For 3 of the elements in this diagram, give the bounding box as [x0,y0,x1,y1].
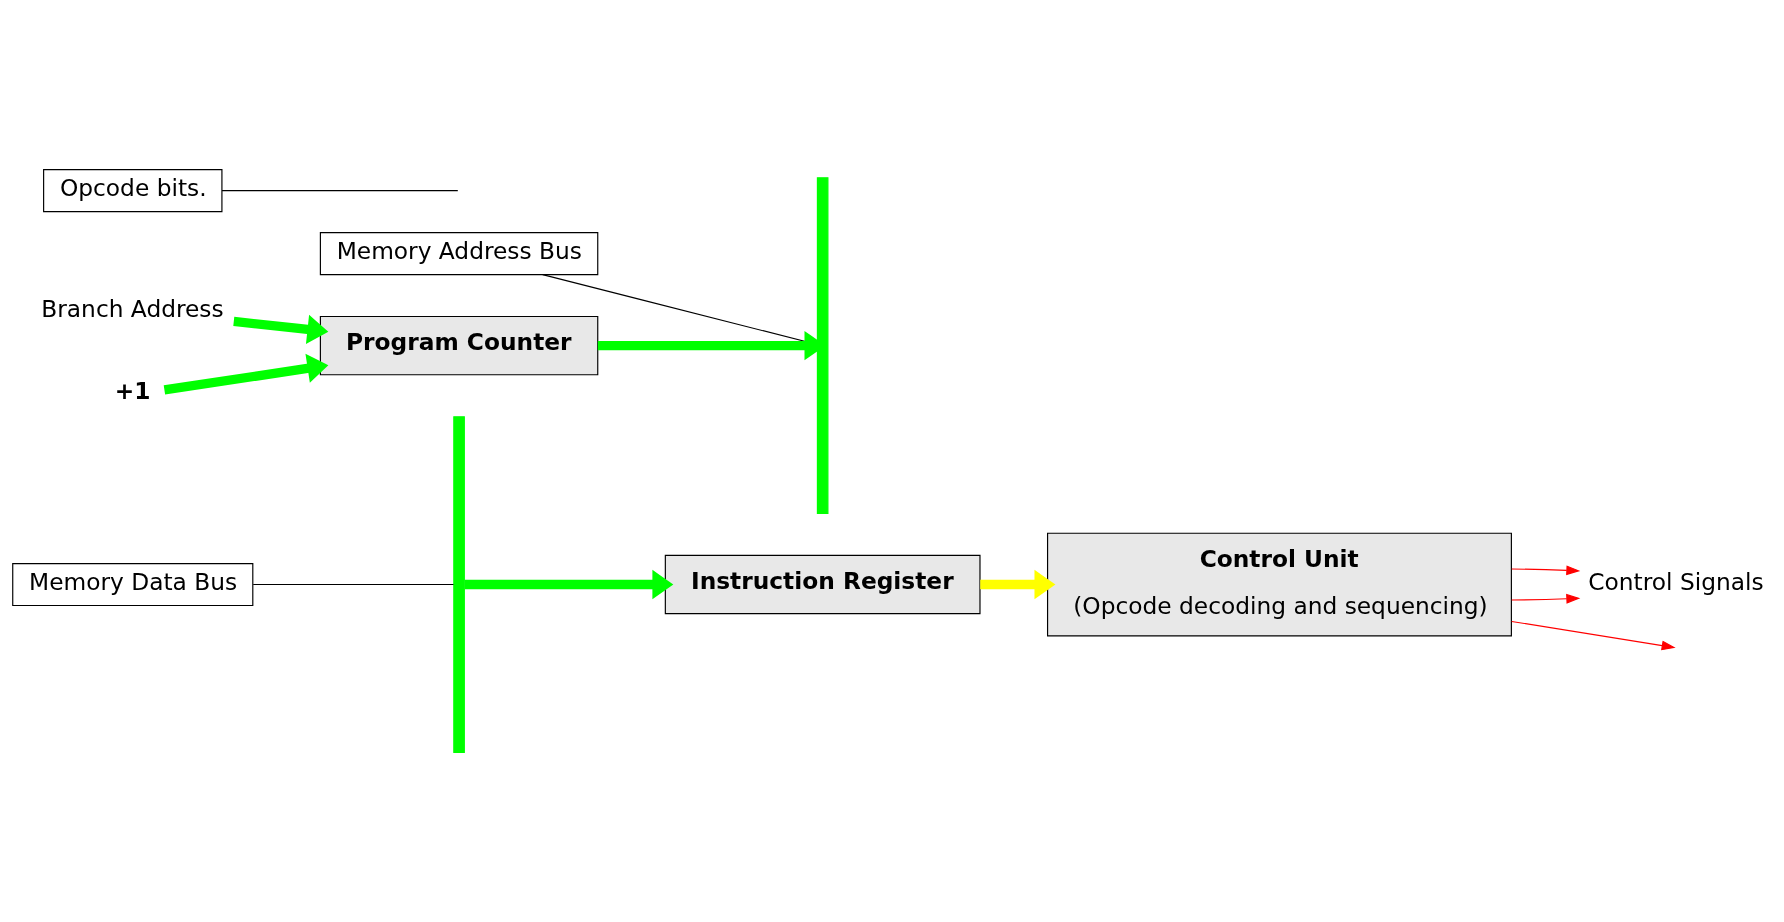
node-text: Branch Address [41,294,224,322]
node-text: Control Signals [1588,568,1764,596]
node-text: +1 [114,377,151,405]
